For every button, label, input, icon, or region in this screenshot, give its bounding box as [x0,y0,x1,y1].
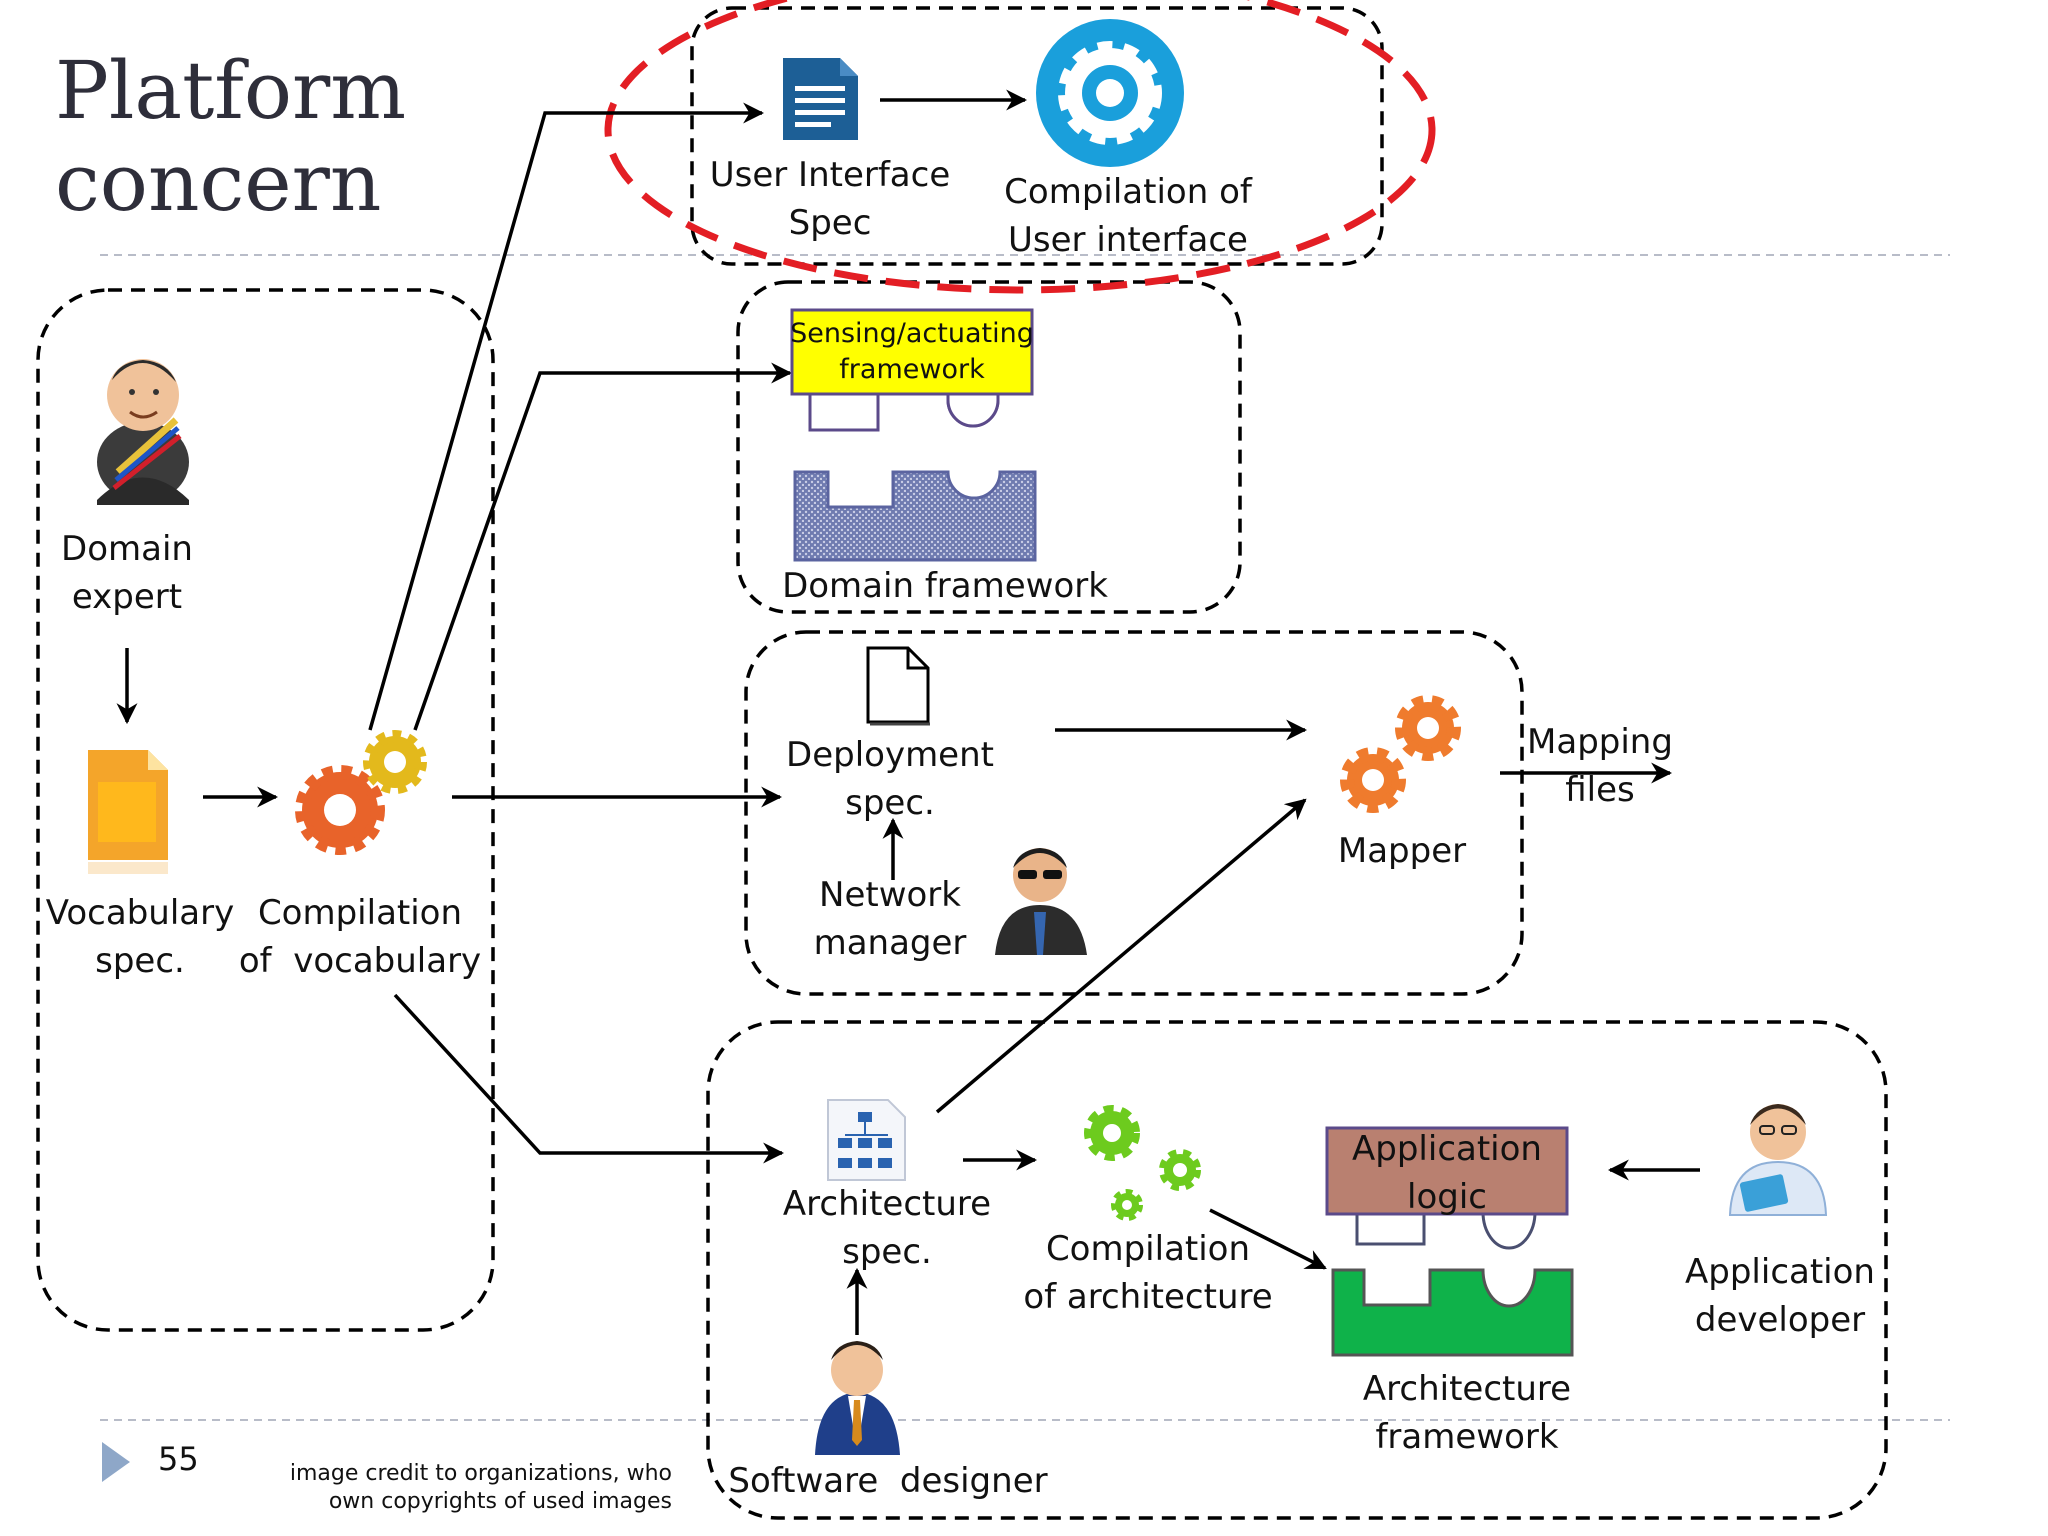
domain-group-box [736,280,1242,614]
orange-document-icon [88,750,168,874]
mapper-gears-icon [1340,695,1461,813]
blank-document-icon [866,646,930,726]
compile-arch-label-line2: of architecture [1023,1277,1272,1317]
mapping-files-label-line1: Mapping [1527,722,1673,762]
application-logic-piece [1325,1126,1569,1250]
network-manager-label-line1: Network [819,875,961,915]
ui-spec-label-line2: Spec [789,203,872,243]
page-number: 55 [158,1440,199,1478]
businessman-icon [815,1341,900,1455]
domain-framework-piece [793,470,1037,562]
image-credit-line1: image credit to organizations, who [290,1461,672,1486]
software-designer-label: Software designer [728,1461,1047,1501]
flowchart-document-icon [827,1099,906,1181]
blue-gear-icon [1036,19,1184,167]
ui-group-box [690,6,1384,266]
mapper-label: Mapper [1338,831,1466,871]
slide-title-line1: Platform [55,44,406,137]
app-developer-label-line1: Application [1685,1252,1875,1292]
slide-marker-triangle [102,1442,130,1482]
image-credit-line2: own copyrights of used images [329,1489,672,1514]
vocabulary-spec-label-line2: spec. [95,941,185,981]
arrow-compile-to-framework [1209,1208,1327,1270]
app-developer-label-line2: developer [1695,1300,1865,1340]
left-group-box [36,288,495,1332]
compile-ui-label-line2: User interface [1008,220,1248,260]
arrow-to-ui-spec [368,102,765,731]
architecture-spec-label-line1: Architecture [783,1184,991,1224]
compilation-vocab-label-line2: of vocabulary [239,941,481,981]
architecture-framework-label-line1: Architecture [1363,1369,1571,1409]
compilation-vocab-label-line1: Compilation [258,893,462,933]
arrow-to-architecture-spec [393,993,785,1164]
person-with-laptop-icon [1728,1104,1828,1216]
architecture-framework-piece [1331,1268,1574,1357]
green-gears-icon [1084,1105,1201,1221]
orange-gears-icon [295,730,427,855]
application-logic-label-line2: logic [1407,1177,1487,1217]
domain-expert-label-line1: Domain [61,529,193,569]
arrow-architecture-to-mapper [935,798,1307,1114]
highlight-ellipse [604,0,1436,294]
architecture-group-box [706,1020,1888,1520]
connectors [116,89,1700,1335]
mapping-files-label-line2: files [1565,770,1635,810]
person-with-sash-icon [97,359,189,505]
architecture-spec-label-line2: spec. [842,1232,932,1272]
network-manager-label-line2: manager [814,923,967,963]
sensing-framework-piece [790,308,1034,432]
slide-title-line2: concern [55,136,381,229]
deployment-spec-label-line1: Deployment [786,735,994,775]
ui-spec-label-line1: User Interface [710,155,951,195]
deployment-spec-label-line2: spec. [845,783,935,823]
compile-arch-label-line1: Compilation [1046,1229,1250,1269]
architecture-framework-label-line2: framework [1375,1417,1558,1457]
sensing-framework-label-line2: framework [839,354,985,385]
person-with-sunglasses-icon [995,848,1087,955]
application-logic-label-line1: Application [1352,1129,1542,1169]
arrow-to-sensing-framework [413,362,793,731]
sensing-framework-label-line1: Sensing/actuating [790,318,1034,349]
domain-expert-label-line2: expert [72,577,182,617]
compile-ui-label-line1: Compilation of [1004,172,1253,212]
vocabulary-spec-label-line1: Vocabulary [46,893,234,933]
deployment-group-box [744,630,1524,996]
blue-document-icon [783,58,858,140]
domain-framework-label: Domain framework [782,566,1108,606]
